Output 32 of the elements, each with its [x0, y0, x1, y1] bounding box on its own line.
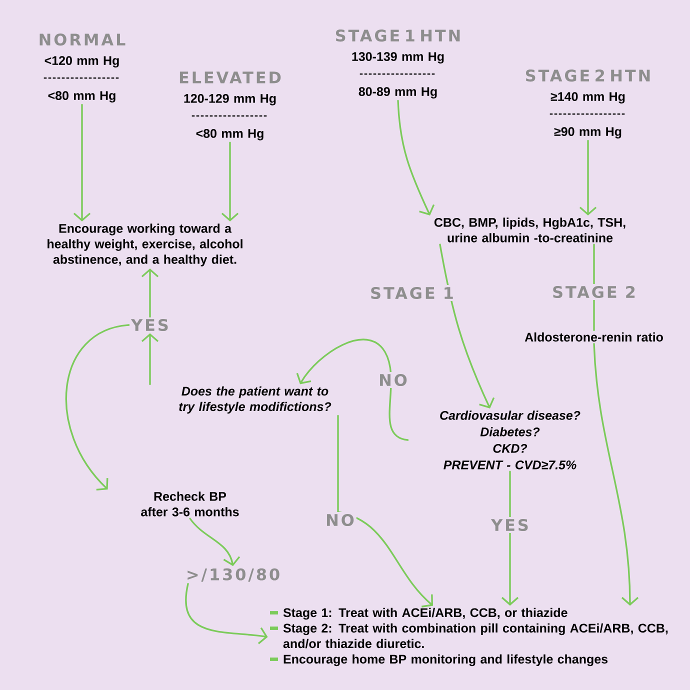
edge-label: STAGE 2: [550, 284, 638, 300]
arrow: [65, 324, 130, 491]
arrow: [337, 414, 434, 608]
range-label: STAGE 1 HTN 130-139 mm Hg 80-89 mm Hg: [336, 30, 460, 98]
arrow: [593, 342, 639, 606]
branch-label: >/130/80: [188, 568, 280, 582]
arrow: [73, 104, 91, 222]
range-label: ELEVATED 120-129 mm Hg <80 mm Hg: [180, 72, 281, 140]
step-text: Aldosterone-renin ratio: [524, 332, 663, 342]
arrow: [185, 583, 268, 644]
range-label: NORMAL <120 mm Hg <80 mm Hg: [40, 34, 126, 102]
arrow: [141, 268, 159, 318]
arrow: [141, 333, 159, 386]
arrow: [397, 100, 435, 216]
edge-label: STAGE 1: [368, 284, 456, 302]
edge-label: YES: [489, 516, 531, 534]
arrow: [221, 142, 239, 222]
step-text: CBC, BMP, lipids, HgbA1c, TSH, urine albumin -to-creatinine: [434, 218, 626, 242]
branch-label: YES: [130, 318, 168, 332]
arrow: [296, 338, 409, 441]
bullet-list: Stage 1: Treat with ACEi/ARB, CCB, or thiazide Stage 2: Treat with combination pill containing ACEi/ARB, CCB, and/or thiazide diuretic. Encourage home BP monitoring and lifestyle changes: [270, 608, 668, 666]
arrow: [189, 518, 240, 566]
step-text: Encourage working toward a healthy weight, exercise, alcohol abstinence, and a healthy diet.: [48, 224, 242, 266]
arrow: [579, 140, 597, 216]
arrow: [439, 244, 495, 408]
range-label: STAGE 2 HTN ≥140 mm Hg ≥90 mm Hg: [526, 70, 650, 139]
edge-label: NO: [324, 512, 356, 528]
edge-label: NO: [376, 372, 410, 388]
arrow: [501, 470, 519, 606]
step-text: Recheck BP after 3-6 months: [141, 492, 239, 516]
question-text: Cardiovasular disease? Diabetes? CKD? PREVENT - CVD≥7.5%: [440, 410, 580, 470]
question-text: Does the patient want to try lifestyle modifictions?: [179, 386, 332, 414]
